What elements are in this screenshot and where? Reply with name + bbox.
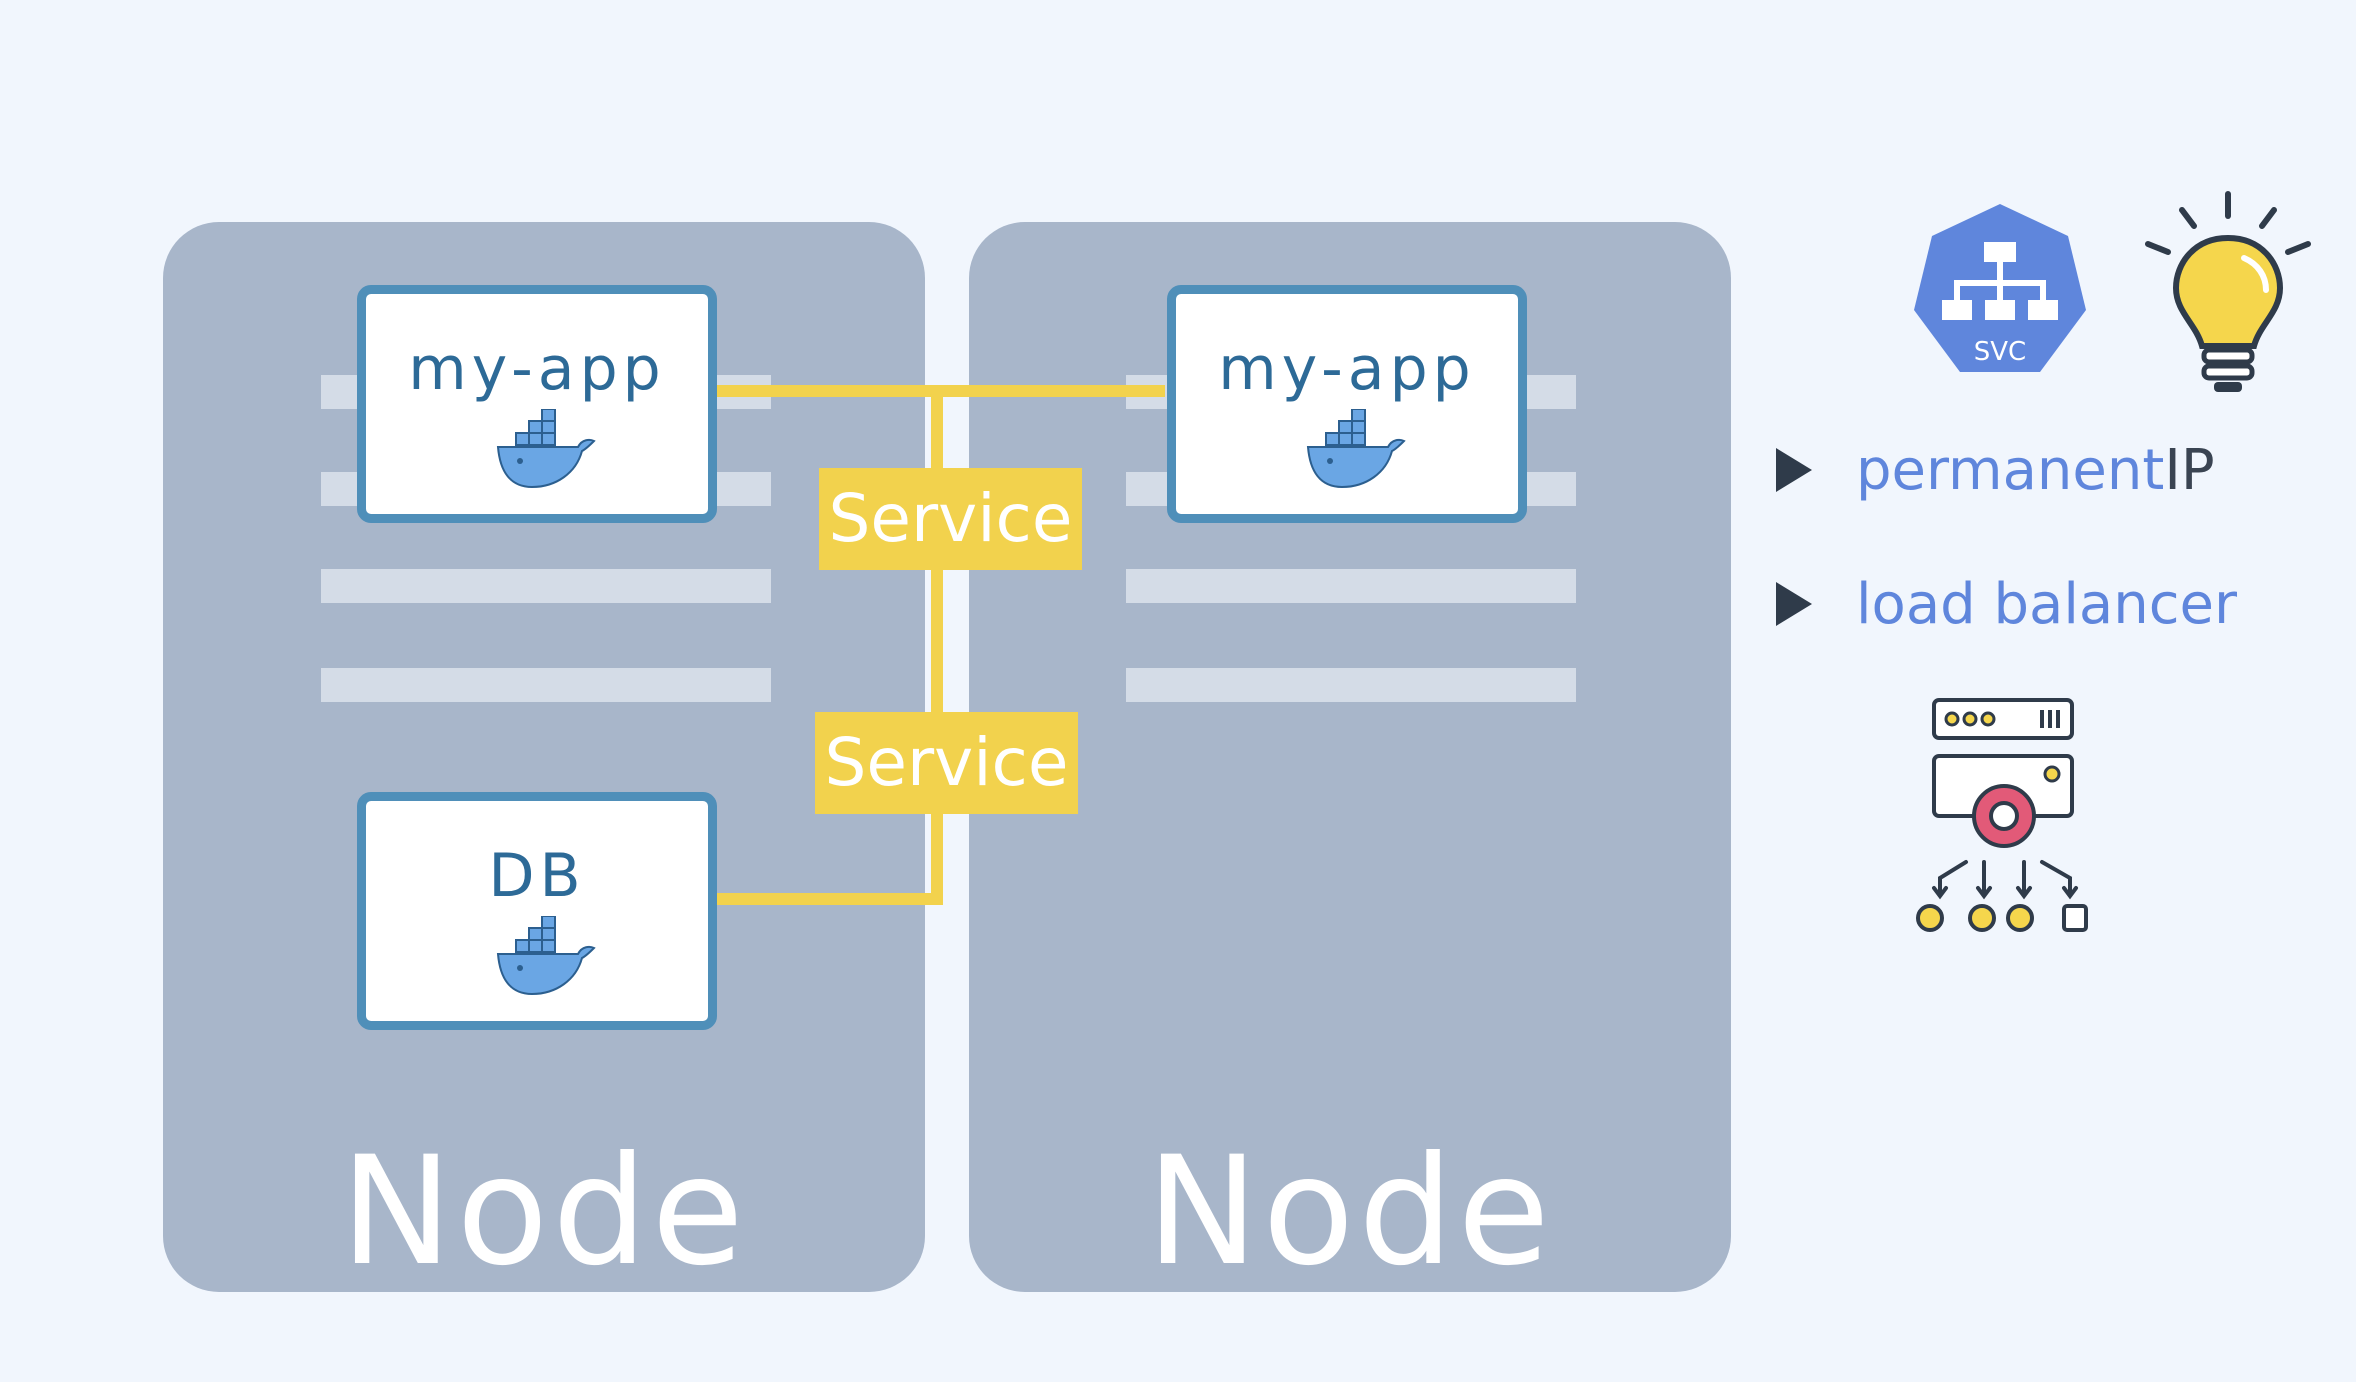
stripe bbox=[321, 668, 771, 702]
load-balancer-icon bbox=[1916, 698, 2088, 932]
pod-title: DB bbox=[488, 841, 586, 911]
bullet-accent-text: permanent bbox=[1856, 437, 2165, 503]
pod-title: my-app bbox=[408, 334, 666, 404]
connector-bottom bbox=[705, 893, 943, 905]
triangle-bullet-icon bbox=[1776, 582, 1812, 626]
stripe bbox=[1126, 569, 1576, 603]
kubernetes-service-icon: SVC bbox=[1914, 204, 2086, 372]
docker-whale-icon bbox=[496, 409, 596, 489]
bullet-plain-text: IP bbox=[2164, 437, 2215, 503]
pod-title: my-app bbox=[1218, 334, 1476, 404]
svc-label: SVC bbox=[1974, 337, 2026, 367]
bullet-accent-text: load balancer bbox=[1856, 571, 2237, 637]
pod-my-app-left[interactable]: my-app bbox=[357, 285, 717, 523]
node-label: Node bbox=[340, 1125, 748, 1299]
pod-db[interactable]: DB bbox=[357, 792, 717, 1030]
node-label: Node bbox=[1146, 1125, 1554, 1299]
stripe bbox=[321, 569, 771, 603]
bullet-permanent-ip: permanent IP bbox=[1776, 430, 2215, 510]
service-box[interactable]: Service bbox=[819, 468, 1082, 570]
docker-whale-icon bbox=[1306, 409, 1406, 489]
lightbulb-icon bbox=[2145, 191, 2311, 392]
pod-my-app-right[interactable]: my-app bbox=[1167, 285, 1527, 523]
triangle-bullet-icon bbox=[1776, 448, 1812, 492]
docker-whale-icon bbox=[496, 916, 596, 996]
bullet-load-balancer: load balancer bbox=[1776, 564, 2237, 644]
connector-vertical bbox=[931, 385, 943, 905]
stripe bbox=[1126, 668, 1576, 702]
service-box[interactable]: Service bbox=[815, 712, 1078, 814]
